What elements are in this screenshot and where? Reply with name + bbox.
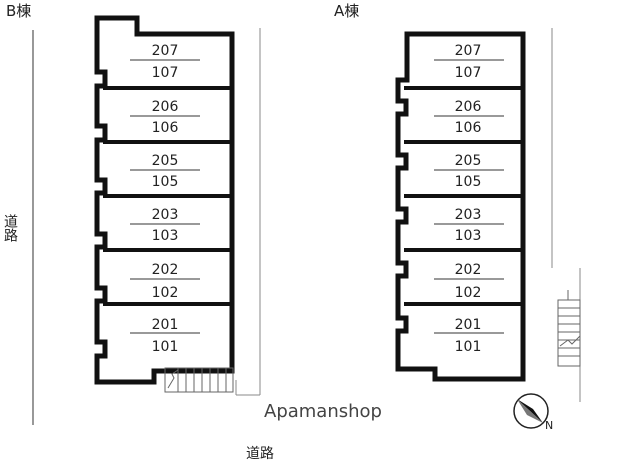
unit-b-upper: 201 — [152, 317, 179, 333]
unit-b-upper: 202 — [152, 262, 179, 278]
unit-a-upper: 206 — [455, 99, 482, 115]
unit-b-upper: 207 — [152, 43, 179, 59]
unit-a-upper: 201 — [455, 317, 482, 333]
compass-north-label: N — [545, 419, 553, 432]
unit-b-lower: 102 — [152, 285, 179, 301]
unit-b-lower: 103 — [152, 228, 179, 244]
building-label-a: A棟 — [334, 2, 359, 20]
unit-a-lower: 105 — [455, 174, 482, 190]
unit-b-upper: 206 — [152, 99, 179, 115]
stairs-a — [557, 290, 581, 367]
unit-a-upper: 207 — [455, 43, 482, 59]
compass-icon: N — [513, 393, 553, 432]
unit-a-lower: 106 — [455, 120, 482, 136]
watermark: Apamanshop — [264, 401, 382, 422]
unit-b-lower: 107 — [152, 65, 179, 81]
building-a-outline — [395, 31, 526, 382]
stairs-b — [164, 367, 234, 393]
unit-a-lower: 102 — [455, 285, 482, 301]
building-b: 207 107 206 106 205 105 203 103 202 102 … — [94, 15, 235, 393]
building-a: 207 107 206 106 205 105 203 103 202 102 … — [395, 31, 526, 382]
road-label-bottom: 道路 — [246, 446, 274, 461]
unit-b-upper: 205 — [152, 153, 179, 169]
unit-b-lower: 101 — [152, 339, 179, 355]
unit-a-lower: 103 — [455, 228, 482, 244]
building-label-b: B棟 — [6, 2, 31, 20]
building-b-outline — [94, 15, 235, 385]
unit-b-lower: 105 — [152, 174, 179, 190]
unit-a-lower: 101 — [455, 339, 482, 355]
unit-a-upper: 203 — [455, 207, 482, 223]
road-label-left: 道路 — [2, 214, 18, 242]
unit-a-upper: 205 — [455, 153, 482, 169]
unit-a-upper: 202 — [455, 262, 482, 278]
unit-b-upper: 203 — [152, 207, 179, 223]
unit-b-lower: 106 — [152, 120, 179, 136]
unit-a-lower: 107 — [455, 65, 482, 81]
